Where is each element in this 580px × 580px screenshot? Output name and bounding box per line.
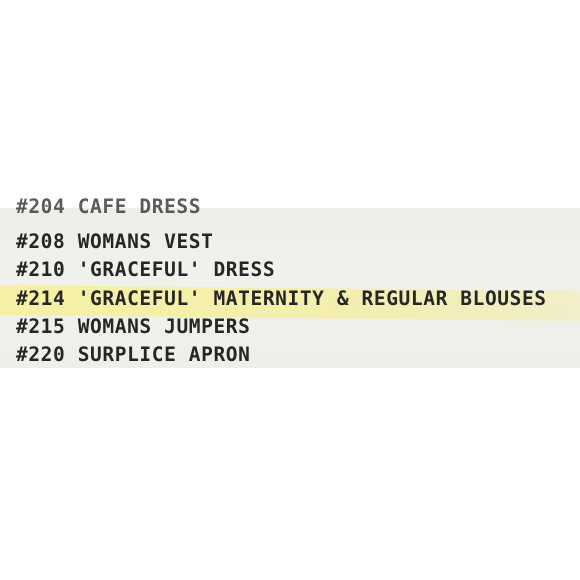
pattern-number: #214 [16,287,66,310]
list-item: #215 WOMANS JUMPERS [16,315,250,338]
pattern-title: WOMANS VEST [77,230,214,253]
cut-off-list-line: #204 CAFE DRESS [16,195,202,218]
pattern-number: #208 [16,230,66,253]
pattern-title: WOMANS JUMPERS [77,315,251,338]
list-item-highlighted: #214 'GRACEFUL' MATERNITY & REGULAR BLOU… [16,287,547,310]
list-item: #210 'GRACEFUL' DRESS [16,258,275,281]
pattern-number: #210 [16,258,66,281]
pattern-title: SURPLICE APRON [77,343,251,366]
list-item: #220 SURPLICE APRON [16,343,250,366]
pattern-title: 'GRACEFUL' MATERNITY & REGULAR BLOUSES [77,287,547,310]
list-item: #208 WOMANS VEST [16,230,213,253]
pattern-title: 'GRACEFUL' DRESS [77,258,276,281]
pattern-number: #220 [16,343,66,366]
paper-sheet: #204 CAFE DRESS #208 WOMANS VEST #210 'G… [0,195,580,368]
pattern-number: #215 [16,315,66,338]
